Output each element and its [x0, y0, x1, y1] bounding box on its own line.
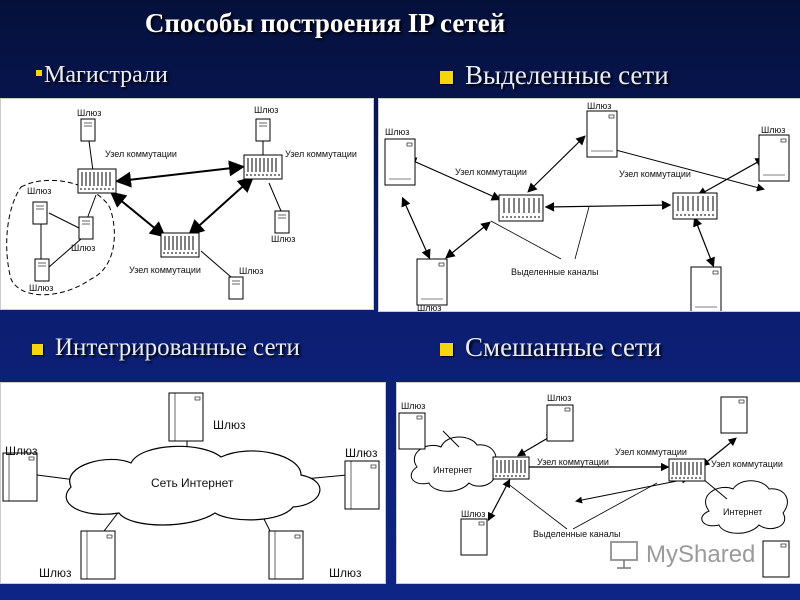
bullet-icon — [440, 343, 453, 357]
heading-dedicated-text: Выделенные сети — [465, 60, 669, 90]
gateway-label: Шлюз — [547, 393, 571, 403]
integrated-diagram: Шлюз Шлюз Шлюз Сеть Интернет Шлюз Шлюз — [2, 392, 380, 580]
switch-node-label: Узел коммутации — [285, 149, 357, 159]
gateway-label: Шлюз — [239, 266, 263, 276]
gateway-label: Шлюз — [401, 401, 425, 411]
panel-backbone: Шлюз Шлюз Узел коммутации Узел коммутаци… — [0, 98, 374, 310]
gateway-label: Шлюз — [27, 186, 51, 196]
gateway-label: Шлюз — [329, 566, 362, 580]
switch-node-label: Узел коммутации — [537, 457, 609, 467]
gateway-label: Шлюз — [461, 509, 485, 519]
gateway-label: Шлюз — [29, 283, 53, 293]
bullet-icon — [36, 70, 42, 76]
internet-label: Интернет — [723, 507, 762, 517]
heading-mixed-text: Смешанные сети — [465, 332, 662, 362]
gateway-label: Шлюз — [213, 418, 246, 432]
switch-node-label: Узел коммутации — [711, 459, 783, 469]
gateway-label: Шлюз — [417, 303, 441, 311]
gateway-label: Шлюз — [39, 566, 72, 580]
gateway-label: Шлюз — [71, 243, 95, 253]
dedicated-diagram: Шлюз Шлюз Шлюз Узел коммутации Узел комм… — [384, 101, 790, 311]
gateway-label: Шлюз — [385, 127, 409, 137]
internet-label: Интернет — [433, 465, 472, 475]
panel-dedicated: Шлюз Шлюз Шлюз Узел коммутации Узел комм… — [378, 98, 800, 312]
switch-node-label: Узел коммутации — [129, 265, 201, 275]
heading-integrated: Интегрированные сети — [32, 334, 300, 362]
internet-network-label: Сеть Интернет — [151, 476, 234, 490]
heading-dedicated: Выделенные сети — [440, 60, 669, 91]
panel-mixed: Шлюз Шлюз Интернет Узел коммутации Узел … — [396, 382, 800, 584]
gateway-label: Шлюз — [761, 125, 785, 135]
heading-integrated-text: Интегрированные сети — [55, 334, 300, 361]
switch-node-label: Узел коммутации — [105, 149, 177, 159]
backbone-diagram: Шлюз Шлюз Узел коммутации Узел коммутаци… — [6, 105, 357, 300]
gateway-label: Шлюз — [254, 105, 278, 115]
bullet-icon — [32, 343, 43, 355]
dedicated-channels-label: Выделенные каналы — [511, 267, 598, 277]
switch-node-label: Узел коммутации — [615, 447, 687, 457]
mixed-diagram: Шлюз Шлюз Интернет Узел коммутации Узел … — [398, 393, 790, 578]
gateway-label: Шлюз — [77, 108, 101, 118]
heading-mixed: Смешанные сети — [440, 332, 661, 363]
heading-backbone: Магистрали — [36, 62, 168, 89]
panel-integrated: Шлюз Шлюз Шлюз Сеть Интернет Шлюз Шлюз — [0, 382, 386, 584]
slide-title: Способы построения IP сетей — [144, 8, 506, 38]
watermark-text: MyShared — [646, 541, 756, 568]
bullet-icon — [440, 71, 453, 85]
switch-node-label: Узел коммутации — [455, 167, 527, 177]
gateway-label: Шлюз — [587, 101, 611, 111]
heading-backbone-text: Магистрали — [44, 62, 168, 88]
switch-node-label: Узел коммутации — [619, 169, 691, 179]
watermark: MyShared — [608, 538, 790, 574]
presentation-screen-icon — [610, 541, 638, 569]
dedicated-channels-label: Выделенные каналы — [533, 529, 620, 539]
gateway-label: Шлюз — [5, 444, 38, 458]
gateway-label: Шлюз — [345, 446, 378, 460]
gateway-label: Шлюз — [271, 234, 295, 244]
